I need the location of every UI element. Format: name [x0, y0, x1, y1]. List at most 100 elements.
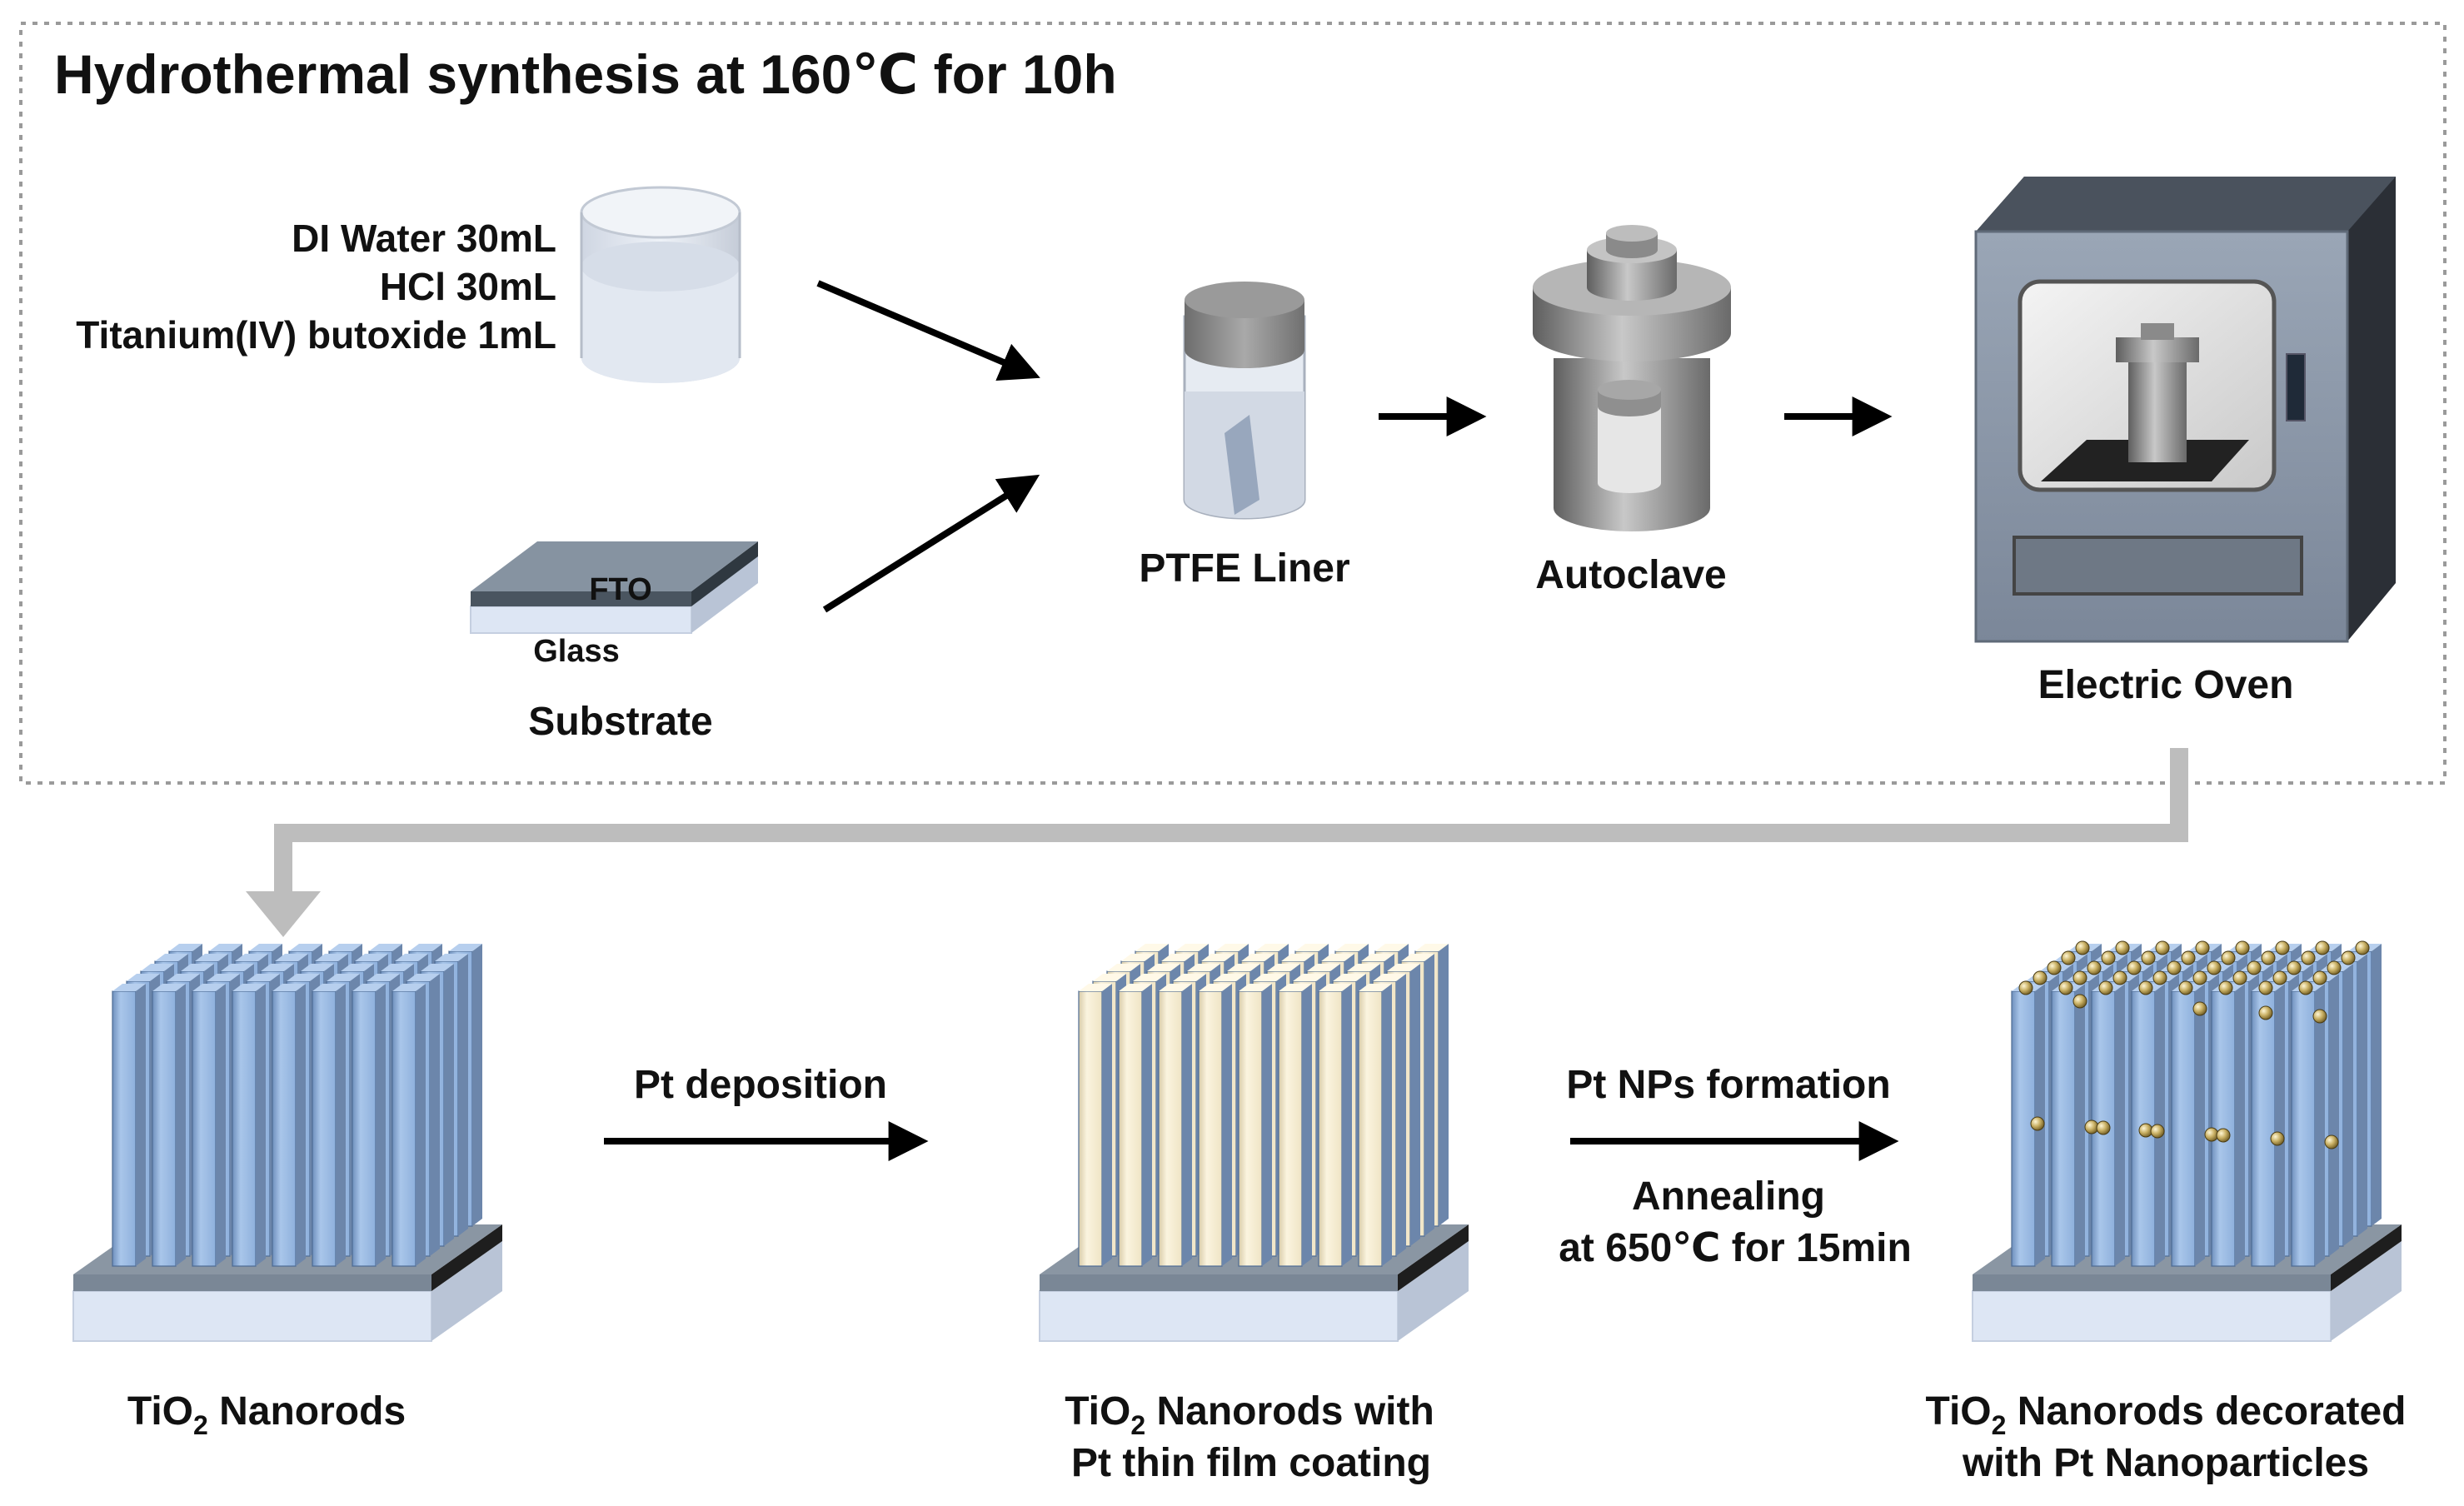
nanorod-top [1227, 964, 1260, 971]
ptfe-liner-icon [1183, 282, 1306, 520]
nanorod-top [1199, 984, 1232, 991]
fto-side [431, 1224, 502, 1291]
nanorod-top [1159, 984, 1192, 991]
nanorod-top [1295, 944, 1329, 951]
nanorod-top [449, 944, 482, 951]
nanorod-top [329, 944, 362, 951]
nanorod-top [152, 984, 186, 991]
autoclave-label: Autoclave [1535, 553, 1726, 597]
nanorod [1238, 990, 1263, 1267]
pt-nanoparticle [2341, 950, 2356, 965]
nanorod-side [1424, 954, 1434, 1236]
nanorod-side [444, 964, 454, 1246]
pt-nanoparticle [2141, 950, 2156, 965]
synthesis-title: Hydrothermal synthesis at 160℃ for 10h [54, 43, 1117, 105]
nanorod-top [1175, 944, 1209, 951]
pt-nanoparticle [2192, 1001, 2207, 1016]
nanorod-top [409, 944, 442, 951]
nanorod-side [472, 944, 482, 1226]
nanorod-top [221, 964, 254, 971]
nanorod-top [395, 954, 428, 961]
flow-arrowhead [246, 891, 321, 937]
nanorod-top [1187, 964, 1220, 971]
pt-nanoparticle [2315, 940, 2330, 955]
nanorod-side [256, 984, 266, 1266]
pt-nanoparticle [2258, 1005, 2273, 1020]
pt-nanoparticle [2150, 1124, 2165, 1139]
nanorod-top [127, 974, 160, 981]
nanorod-top [1161, 954, 1195, 961]
flow-arrow [274, 748, 2188, 900]
pt-nanoparticle [2058, 980, 2073, 995]
nanorod-top [1255, 944, 1289, 951]
nanorod-top [261, 964, 294, 971]
stage2-label-line1: TiO2 Nanorods with [1065, 1389, 1434, 1440]
glass-label: Glass [533, 634, 620, 669]
glass-side [2331, 1241, 2402, 1341]
nanorod-top [1401, 954, 1434, 961]
nanorod-top [112, 984, 146, 991]
pt-nanoparticle [2312, 970, 2327, 985]
nanorod-side [336, 984, 346, 1266]
nanorod-top [1279, 984, 1312, 991]
pt-nanoparticle [2287, 960, 2302, 975]
nanorod-side [430, 974, 440, 1256]
pt-nanoparticle [2327, 960, 2342, 975]
pt-nanoparticle [2101, 950, 2116, 965]
reagent-ttbo: Titanium(IV) butoxide 1mL [76, 313, 556, 357]
nanorod-top [1213, 974, 1246, 981]
nanorod-side [1342, 984, 1352, 1266]
nanorod-top [181, 964, 214, 971]
nanorod [1198, 990, 1223, 1267]
pt-nanoparticle [2216, 1128, 2231, 1143]
pt-nanoparticle [2324, 1134, 2339, 1149]
nanorod-top [1173, 974, 1206, 981]
fto-layer [1973, 1274, 2331, 1291]
nanorods-pt-np-array [1972, 940, 2402, 1342]
nanorod-top [1293, 974, 1326, 981]
step2-line1: Annealing [1632, 1174, 1825, 1219]
glass-layer [1039, 1290, 1399, 1342]
substrate-label: Substrate [528, 700, 712, 744]
nanorod-top [352, 984, 386, 991]
nanorod-side [2195, 984, 2205, 1266]
nanorod-top [407, 974, 440, 981]
pt-nanoparticle [2138, 980, 2153, 995]
nanorod [192, 990, 217, 1267]
nanorod-top [232, 984, 266, 991]
glass-layer [1972, 1290, 2332, 1342]
pt-nanoparticle [2312, 1009, 2327, 1024]
fto-layer [73, 1274, 431, 1291]
glass-side [1398, 1241, 1469, 1341]
oven-icon [1974, 177, 2396, 643]
nanorod-top [1133, 974, 1166, 981]
nanorod-top [207, 974, 240, 981]
nanorod-top [1281, 954, 1314, 961]
reagent-water: DI Water 30mL [292, 217, 556, 260]
nanorod [392, 990, 416, 1267]
pt-nanoparticle [2115, 940, 2130, 955]
nanorod-top [235, 954, 268, 961]
stage1-label: TiO2 Nanorods [127, 1389, 406, 1440]
nanorod-top [167, 974, 200, 981]
fto-side [2331, 1224, 2402, 1291]
nanorod-side [2115, 984, 2125, 1266]
nanorod-top [1361, 954, 1394, 961]
nanorod-side [2315, 984, 2325, 1266]
pt-nanoparticle [2061, 950, 2076, 965]
glass-layer [72, 1290, 432, 1342]
nanorod-top [1107, 964, 1140, 971]
pt-nanoparticle [2033, 970, 2048, 985]
nanorod-side [2075, 984, 2085, 1266]
nanorod-side [2275, 984, 2285, 1266]
nanorod [112, 990, 137, 1267]
nanorod-top [192, 984, 226, 991]
nanorod-top [1093, 974, 1126, 981]
nanorod-side [2343, 964, 2353, 1246]
pt-nanoparticle [2178, 980, 2193, 995]
nanorod-top [392, 984, 426, 991]
nanorod [232, 990, 257, 1267]
pt-nanoparticle [2261, 950, 2276, 965]
pt-nanoparticle [2112, 970, 2127, 985]
